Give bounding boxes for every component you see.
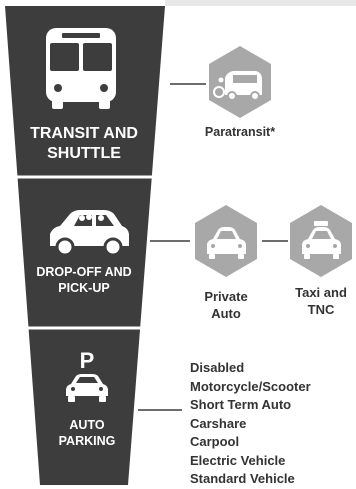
taxi-hexagon [290, 205, 352, 277]
car-icon [207, 227, 246, 259]
auto-label-line2: PARKING [58, 433, 116, 448]
auto-label-line1: AUTO [69, 418, 105, 432]
private-auto-label: Private Auto [186, 289, 266, 323]
bus-icon [46, 28, 116, 109]
list-item: Carpool [190, 434, 240, 449]
paratransit-label: Paratransit* [204, 125, 276, 139]
private-label-line1: Private [204, 289, 248, 304]
private-auto-hexagon [195, 205, 257, 277]
dropoff-label-line1: DROP-OFF AND [36, 265, 132, 279]
paratransit-van-icon [213, 71, 262, 101]
list-item: Carshare [190, 415, 247, 431]
transit-shuttle-label: TRANSIT AND SHUTTLE [10, 124, 158, 164]
list-item: Short Term Auto [190, 397, 292, 412]
dropoff-pickup-label: DROP-OFF AND PICK-UP [18, 265, 150, 296]
taxi-tnc-label: Taxi and TNC [282, 285, 356, 319]
list-item: Standard Vehicle [190, 471, 295, 486]
dropoff-label-line2: PICK-UP [58, 280, 110, 295]
transit-label-line2: SHUTTLE [47, 145, 121, 162]
taxi-label-line1: Taxi and [295, 285, 347, 300]
taxi-label-line2: TNC [307, 301, 335, 317]
taxi-icon [302, 221, 341, 259]
car-with-passengers-icon [50, 210, 129, 257]
auto-parking-label: AUTO PARKING [30, 418, 144, 449]
private-label-line2: Auto [211, 305, 241, 321]
parking-letter: P [79, 348, 95, 373]
list-item: Electric Vehicle [190, 452, 286, 468]
transit-label-line1: TRANSIT AND [30, 125, 138, 142]
parking-types-list: Disabled Motorcycle/Scooter Short Term A… [190, 359, 311, 489]
top-band [165, 0, 356, 6]
paratransit-hexagon [209, 46, 271, 118]
list-item: Motorcycle/Scooter [190, 378, 311, 394]
parking-car-icon [66, 374, 108, 402]
list-item: Disabled [190, 360, 245, 375]
